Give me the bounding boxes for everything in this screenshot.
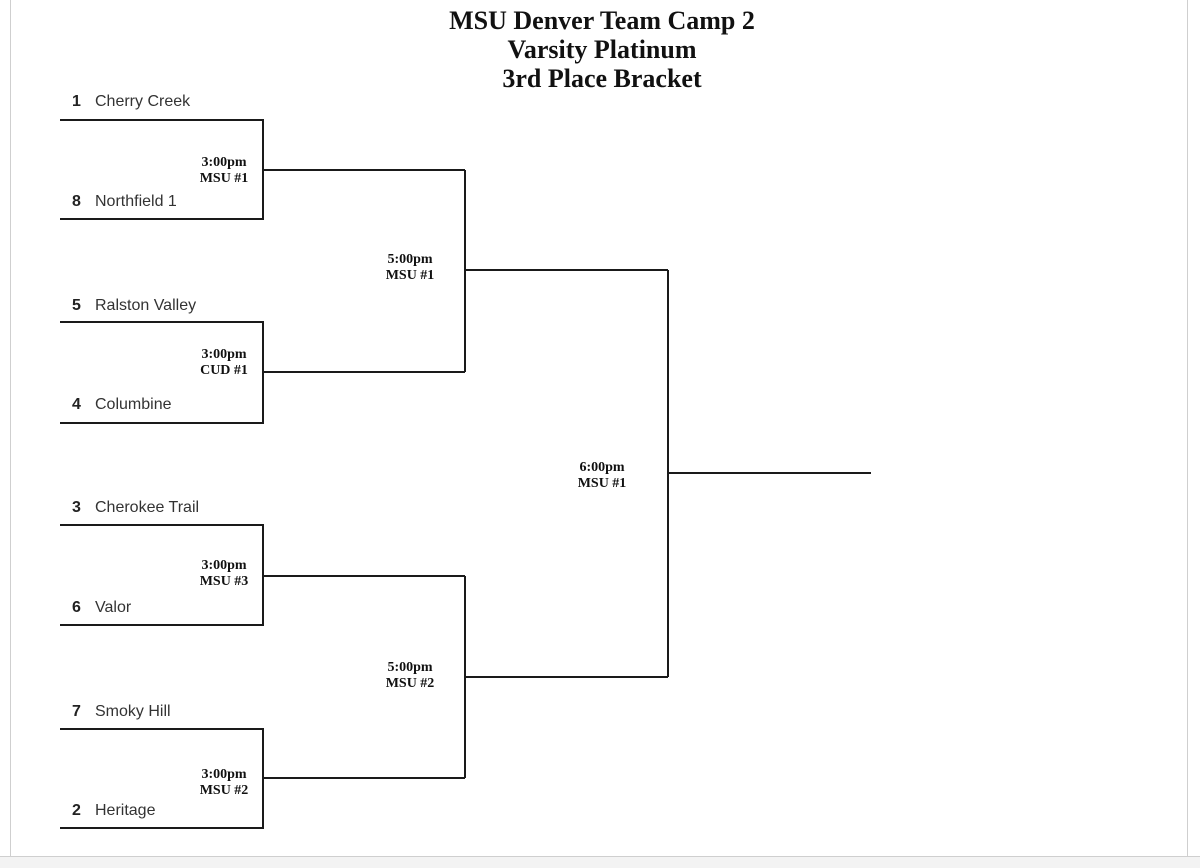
bracket-connector-final	[667, 270, 871, 677]
team-seed: 6	[72, 599, 81, 616]
title-line-bracket: 3rd Place Bracket	[502, 64, 702, 93]
match-time: 3:00pm	[201, 558, 247, 573]
match-time: 5:00pm	[387, 252, 433, 267]
match-time: 3:00pm	[201, 347, 247, 362]
bracket-connector-r2-m1	[464, 170, 668, 372]
match-label-r1: 3:00pm MSU #1	[184, 155, 264, 187]
match-court: MSU #2	[385, 676, 435, 691]
team-slot: 2 Heritage	[72, 800, 155, 822]
team-slot: 4 Columbine	[72, 394, 171, 416]
team-seed: 1	[72, 93, 81, 110]
match-label-final: 6:00pm MSU #1	[562, 460, 642, 492]
title-line-event: MSU Denver Team Camp 2	[449, 6, 755, 35]
match-label-r1: 3:00pm CUD #1	[184, 347, 264, 379]
match-court: CUD #1	[200, 363, 248, 378]
team-seed: 2	[72, 802, 81, 819]
bracket-connector-r2-m2	[464, 576, 668, 778]
bracket-connector-r1-m4	[60, 728, 465, 829]
team-name: Northfield 1	[95, 193, 177, 210]
match-court: MSU #1	[199, 171, 249, 186]
team-seed: 7	[72, 703, 81, 720]
team-seed: 3	[72, 499, 81, 516]
match-time: 3:00pm	[201, 767, 247, 782]
bracket-connector-r1-m2	[60, 321, 465, 424]
team-name: Heritage	[95, 802, 156, 819]
match-time: 6:00pm	[579, 460, 625, 475]
team-name: Columbine	[95, 396, 172, 413]
match-time: 3:00pm	[201, 155, 247, 170]
match-court: MSU #3	[199, 574, 249, 589]
match-court: MSU #1	[385, 268, 435, 283]
bracket-connector-r1-m3	[60, 524, 465, 626]
bracket-title: MSU Denver Team Camp 2 Varsity Platinum …	[400, 6, 804, 93]
match-label-r1: 3:00pm MSU #3	[184, 558, 264, 590]
document-left-margin	[0, 0, 11, 867]
team-slot: 6 Valor	[72, 597, 131, 619]
team-seed: 4	[72, 396, 81, 413]
team-name: Valor	[95, 599, 132, 616]
match-court: MSU #2	[199, 783, 249, 798]
team-slot: 7 Smoky Hill	[72, 701, 171, 723]
title-line-division: Varsity Platinum	[507, 35, 697, 64]
team-name: Cherry Creek	[95, 93, 191, 110]
match-label-r2: 5:00pm MSU #1	[370, 252, 450, 284]
team-slot: 5 Ralston Valley	[72, 295, 196, 317]
match-time: 5:00pm	[387, 660, 433, 675]
match-label-r2: 5:00pm MSU #2	[370, 660, 450, 692]
team-name: Ralston Valley	[95, 297, 197, 314]
match-court: MSU #1	[577, 476, 627, 491]
team-slot: 3 Cherokee Trail	[72, 497, 199, 519]
team-name: Smoky Hill	[95, 703, 171, 720]
team-slot: 1 Cherry Creek	[72, 91, 190, 113]
document-right-margin	[1187, 0, 1200, 867]
match-label-r1: 3:00pm MSU #2	[184, 767, 264, 799]
team-seed: 8	[72, 193, 81, 210]
team-seed: 5	[72, 297, 81, 314]
bracket-connector-r1-m1	[60, 119, 465, 220]
team-name: Cherokee Trail	[95, 499, 200, 516]
team-slot: 8 Northfield 1	[72, 191, 177, 213]
horizontal-scrollbar[interactable]	[0, 856, 1200, 868]
